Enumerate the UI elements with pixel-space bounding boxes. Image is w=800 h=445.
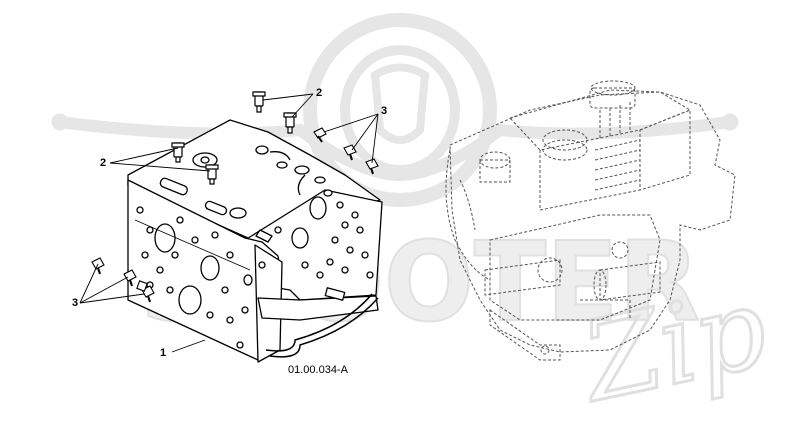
watermark-logo-emblem <box>51 13 739 207</box>
stud <box>252 91 266 113</box>
fastener <box>123 269 137 287</box>
callout-label-1: 1 <box>160 347 167 359</box>
fastener <box>343 144 357 161</box>
callout-label-2-top: 2 <box>316 87 323 99</box>
fastener <box>91 257 105 275</box>
carrier-plate-assembly <box>127 119 383 363</box>
engine-reference-outline <box>445 80 736 361</box>
fastener <box>313 127 327 143</box>
diagram-part-code: 01.00.034-A <box>288 364 348 376</box>
callout-label-3-top: 3 <box>381 105 388 117</box>
stud <box>205 164 219 185</box>
fastener-group <box>91 127 379 303</box>
leader-lines <box>79 93 379 353</box>
stud <box>171 142 185 163</box>
callout-label-3-left: 3 <box>72 297 79 309</box>
callout-label-2-left: 2 <box>100 157 107 169</box>
fastener <box>136 280 155 303</box>
fastener <box>365 158 379 175</box>
